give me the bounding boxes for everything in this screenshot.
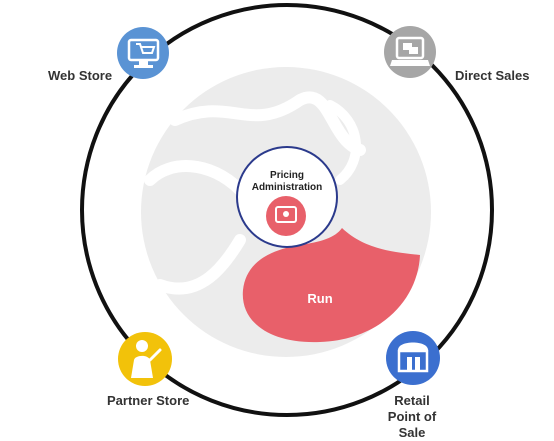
laptop-icon[interactable] — [384, 26, 436, 78]
shopping-cart-monitor-icon[interactable] — [117, 27, 169, 79]
pricing-tag-icon — [266, 196, 306, 236]
center-title: Pricing Administration — [251, 170, 323, 193]
person-icon[interactable] — [118, 332, 172, 386]
channel-label-partner-store: Partner Store — [107, 393, 190, 408]
storefront-icon[interactable] — [386, 331, 440, 385]
channel-label-web-store: Web Store — [48, 68, 113, 83]
channel-label-direct-sales: Direct Sales — [455, 68, 530, 83]
outer-ring — [80, 3, 494, 417]
run-label: Run — [307, 291, 333, 306]
run-segment — [242, 228, 420, 343]
